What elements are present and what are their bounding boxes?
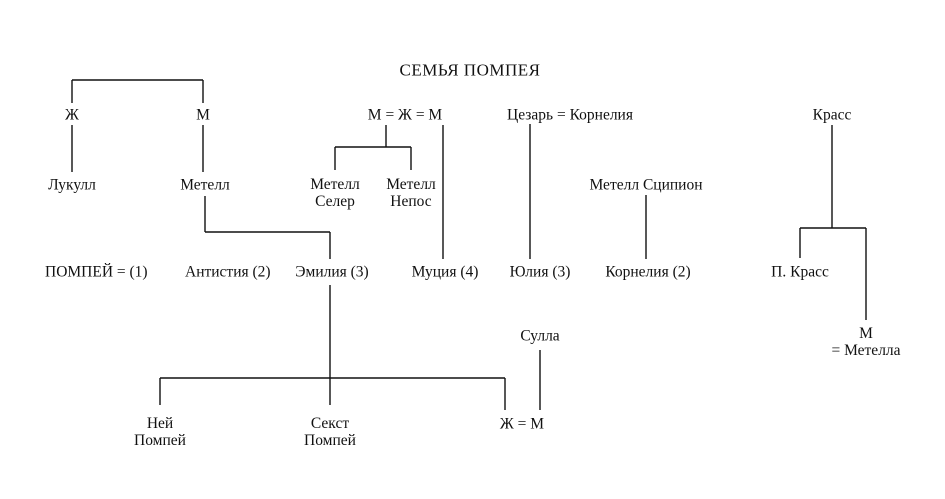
label-line: Метелл — [386, 176, 436, 193]
node-m-metella: М = Метелла — [831, 325, 900, 359]
node-metellus: Метелл — [180, 176, 230, 194]
node-zh-m-bottom: Ж = М — [499, 415, 545, 433]
node-p-crassus: П. Красс — [771, 263, 829, 281]
node-sulla: Сулла — [520, 327, 560, 345]
node-metellus-nepos: Метелл Непос — [386, 176, 436, 210]
label-line: М — [859, 325, 873, 342]
node-gnaeus-pompey: Ней Помпей — [134, 415, 186, 449]
node-caesar-cornelia: Цезарь = Корнелия — [507, 106, 633, 124]
node-sextus-pompey: Секст Помпей — [304, 415, 356, 449]
label-line: Помпей — [304, 432, 356, 449]
node-m-zh-m: М = Ж = М — [367, 106, 443, 124]
label-line: Секст — [310, 415, 350, 432]
node-zh-top: Ж — [65, 106, 79, 124]
node-julia: Юлия (3) — [509, 263, 571, 281]
node-crassus: Красс — [812, 106, 852, 124]
node-antistia: Антистия (2) — [185, 263, 271, 281]
node-pompey: ПОМПЕЙ = (1) — [45, 263, 148, 281]
diagram-title: СЕМЬЯ ПОМПЕЯ — [399, 60, 541, 80]
label-line: Селер — [315, 193, 355, 210]
node-metellus-scipio: Метелл Сципион — [589, 176, 703, 194]
label-line: Непос — [390, 193, 432, 210]
node-lucullus: Лукулл — [48, 176, 96, 194]
label-line: Метелл — [310, 176, 360, 193]
node-m-top: М — [196, 106, 210, 124]
node-mucia: Муция (4) — [411, 263, 479, 281]
node-aemilia: Эмилия (3) — [295, 263, 369, 281]
node-metellus-celer: Метелл Селер — [310, 176, 360, 210]
label-line: Ней — [146, 415, 174, 432]
node-cornelia: Корнелия (2) — [605, 263, 691, 281]
label-line: Помпей — [134, 432, 186, 449]
label-line: = Метелла — [831, 342, 901, 359]
